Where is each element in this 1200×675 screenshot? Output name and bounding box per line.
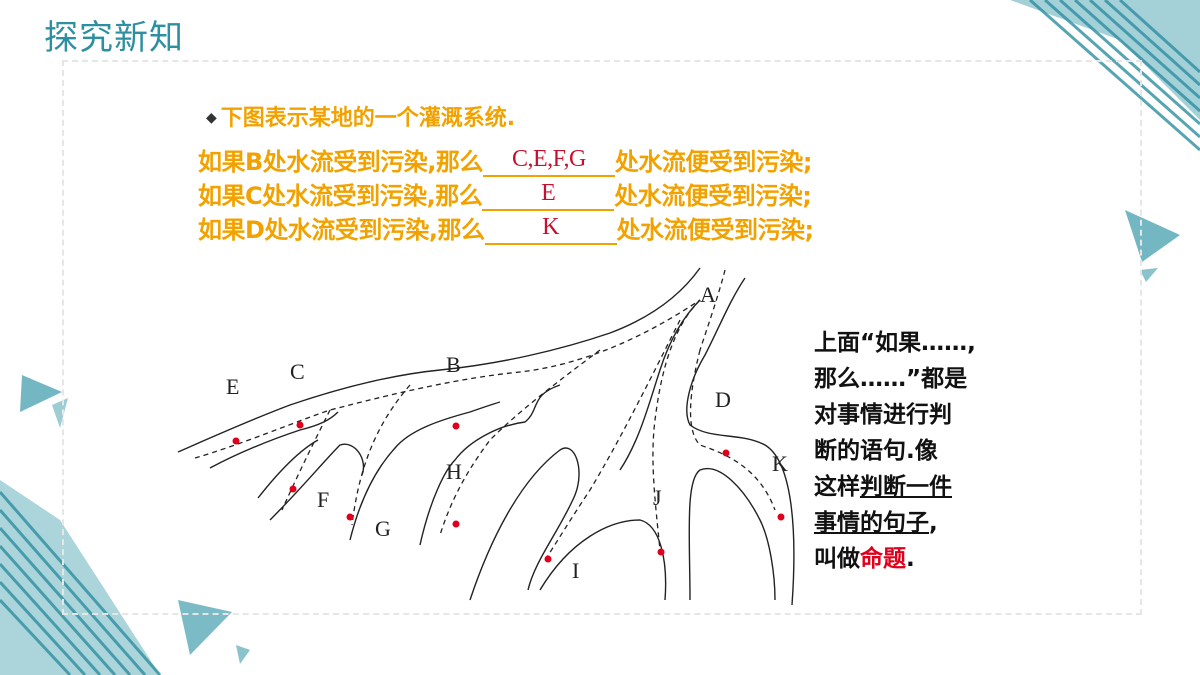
- underlined-fragment: 判断一件: [860, 474, 952, 500]
- label-f: F: [317, 487, 329, 512]
- explanation-line: 叫做命题.: [814, 541, 1014, 577]
- intro-text: 下图表示某地的一个灌溉系统.: [220, 106, 516, 131]
- dot-h: [452, 520, 460, 528]
- explanation-text: 上面“如果……, 那么……”都是 对事情进行判 断的语句.像 这样判断一件 事情…: [814, 325, 1014, 577]
- term-highlight: 命题: [860, 546, 906, 572]
- explanation-fragment: 叫做: [814, 546, 860, 572]
- explanation-fragment: ,: [929, 510, 938, 536]
- dot-j: [657, 548, 665, 556]
- explanation-line: 上面“如果……,: [814, 330, 976, 356]
- dot-i: [544, 555, 552, 563]
- question-suffix: 处水流便受到污染;: [614, 182, 812, 210]
- underlined-fragment: 事情的句子: [814, 510, 929, 536]
- explanation-line: 那么……”都是: [814, 366, 968, 392]
- label-i: I: [572, 558, 579, 583]
- answer-blank: C,E,F,G: [482, 147, 615, 177]
- point-labels: A B C D E F G H I J K: [226, 282, 788, 583]
- dot-b: [452, 422, 460, 430]
- label-k: K: [772, 451, 788, 476]
- label-b: B: [446, 352, 461, 377]
- dot-e: [232, 437, 240, 445]
- dot-k: [777, 513, 785, 521]
- question-prefix: 如果C处水流受到污染,那么: [198, 182, 483, 210]
- explanation-line: 这样判断一件: [814, 469, 1014, 505]
- page-title: 探究新知: [44, 18, 184, 58]
- explanation-fragment: .: [906, 546, 915, 572]
- label-h: H: [446, 459, 462, 484]
- dot-d: [722, 449, 730, 457]
- label-a: A: [700, 282, 716, 307]
- explanation-fragment: 这样: [814, 474, 860, 500]
- question-suffix: 处水流便受到污染;: [616, 216, 815, 244]
- explanation-line: 对事情进行判: [814, 402, 952, 428]
- label-d: D: [715, 387, 731, 412]
- explanation-line: 事情的句子,: [814, 505, 1014, 541]
- label-g: G: [375, 516, 391, 541]
- answer-blank: E: [482, 181, 615, 211]
- label-j: J: [653, 485, 662, 510]
- question-prefix: 如果D处水流受到污染,那么: [198, 216, 485, 244]
- question-prefix: 如果B处水流受到污染,那么: [198, 148, 483, 176]
- river-banks: [177, 267, 795, 606]
- diamond-bullet-icon: ◆: [206, 110, 217, 126]
- water-flow-paths: [194, 269, 776, 561]
- content-frame: [62, 60, 1142, 615]
- question-suffix: 处水流便受到污染;: [614, 148, 813, 176]
- explanation-line: 断的语句.像: [814, 438, 938, 464]
- pollution-dots: [232, 421, 785, 563]
- label-e: E: [226, 374, 239, 399]
- dot-c: [296, 421, 304, 429]
- label-c: C: [290, 359, 305, 384]
- dot-g: [346, 513, 354, 521]
- dot-f: [289, 485, 297, 493]
- answer-blank: K: [484, 215, 617, 245]
- intro-line: ◆下图表示某地的一个灌溉系统.: [206, 100, 515, 132]
